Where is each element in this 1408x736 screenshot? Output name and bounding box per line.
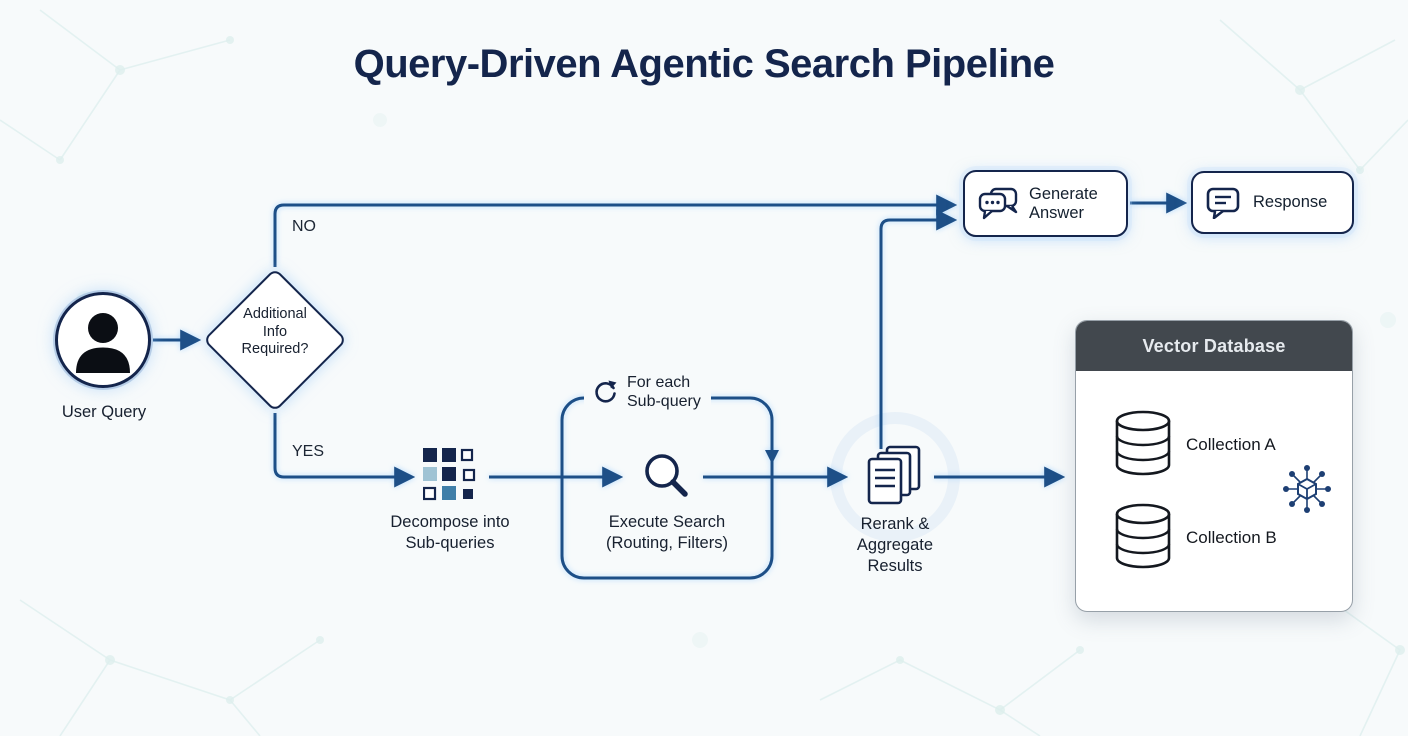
- decision-label: Additional Info Required?: [241, 306, 309, 358]
- vector-database-panel: Vector Database Collection A Collection …: [1075, 320, 1353, 612]
- person-icon: [76, 313, 130, 373]
- database-icon-a: [1114, 409, 1172, 477]
- branch-no-label: NO: [292, 218, 316, 235]
- collection-a-label: Collection A: [1186, 435, 1276, 454]
- user-query-node: [55, 292, 151, 388]
- generate-answer-label: Generate Answer: [1029, 184, 1098, 222]
- decompose-label: Decompose into Sub-queries: [390, 513, 510, 553]
- connector-no-to-generate: [273, 194, 958, 267]
- speech-bubble-icon: [1206, 187, 1240, 219]
- node-graph-icon: [1281, 463, 1333, 515]
- loop-label: For each Sub-query: [627, 374, 701, 411]
- documents-icon: [867, 445, 923, 509]
- vector-database-header: Vector Database: [1076, 321, 1352, 371]
- response-label: Response: [1253, 193, 1328, 212]
- generate-answer-node: Generate Answer: [963, 170, 1128, 237]
- connector-yes-to-decompose: [273, 413, 416, 488]
- search-icon: [639, 450, 691, 502]
- collection-b-label: Collection B: [1186, 528, 1277, 547]
- connector-rerank-to-generate: [879, 209, 958, 449]
- rerank-label: Rerank & Aggregate Results: [856, 515, 934, 576]
- loop-direction-arrow: [765, 450, 779, 464]
- chat-icon: [978, 187, 1018, 219]
- loop-label-group: For each Sub-query: [584, 369, 711, 416]
- decompose-icon: [423, 448, 477, 502]
- response-node: Response: [1191, 171, 1354, 234]
- branch-yes-label: YES: [292, 443, 325, 460]
- page-title: Query-Driven Agentic Search Pipeline: [353, 42, 1055, 86]
- database-icon-b: [1114, 502, 1172, 570]
- refresh-icon: [595, 380, 617, 403]
- execute-label: Execute Search (Routing, Filters): [606, 513, 728, 553]
- user-query-label: User Query: [61, 403, 147, 421]
